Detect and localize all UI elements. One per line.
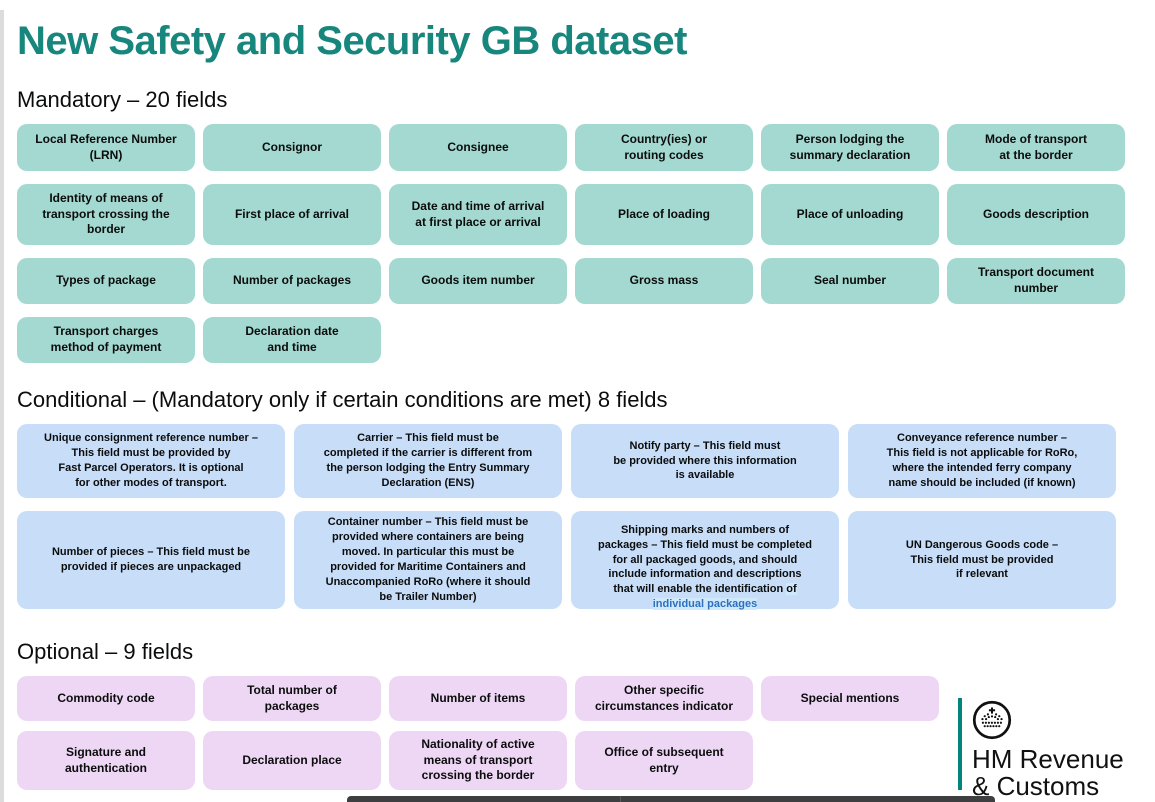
hmrc-crown-icon (972, 700, 1012, 745)
optional-field-box: Nationality of active means of transport… (389, 731, 567, 790)
conditional-field-box: Unique consignment reference number – Th… (17, 424, 285, 498)
mandatory-field-box: Transport charges method of payment (17, 317, 195, 363)
mandatory-field-box: Local Reference Number (LRN) (17, 124, 195, 171)
conditional-field-box: UN Dangerous Goods code – This field mus… (848, 511, 1116, 609)
mandatory-field-box: Transport document number (947, 258, 1125, 304)
optional-field-box: Declaration place (203, 731, 381, 790)
mandatory-field-box: First place of arrival (203, 184, 381, 245)
mandatory-field-box: Mode of transport at the border (947, 124, 1125, 171)
viewer-toolbar-edge[interactable] (347, 796, 995, 802)
optional-section-heading: Optional – 9 fields (17, 639, 194, 664)
optional-field-box: Special mentions (761, 676, 939, 721)
mandatory-field-box: Consignee (389, 124, 567, 171)
conditional-field-box: Container number – This field must be pr… (294, 511, 562, 609)
mandatory-field-box: Date and time of arrival at first place … (389, 184, 567, 245)
mandatory-field-box: Goods description (947, 184, 1125, 245)
mandatory-field-box: Goods item number (389, 258, 567, 304)
toolbar-divider (620, 796, 621, 802)
optional-fields-row-2: Signature and authentication Declaration… (17, 731, 753, 790)
optional-fields-row-1: Commodity code Total number of packages … (17, 676, 939, 721)
mandatory-field-box: Declaration date and time (203, 317, 381, 363)
conditional-fields-grid: Unique consignment reference number – Th… (17, 424, 1116, 611)
shipping-marks-text: Shipping marks and numbers of packages –… (598, 523, 812, 596)
page-title: New Safety and Security GB dataset (17, 19, 687, 63)
optional-field-box: Other specific circumstances indicator (575, 676, 753, 721)
hmrc-logo-text: HM Revenue & Customs (972, 744, 1124, 801)
conditional-field-box: Carrier – This field must be completed i… (294, 424, 562, 498)
mandatory-field-box: Seal number (761, 258, 939, 304)
optional-field-box: Signature and authentication (17, 731, 195, 790)
optional-field-box: Total number of packages (203, 676, 381, 721)
mandatory-field-box: Gross mass (575, 258, 753, 304)
conditional-section-heading: Conditional – (Mandatory only if certain… (17, 387, 668, 412)
mandatory-field-box: Place of unloading (761, 184, 939, 245)
conditional-field-box: Notify party – This field must be provid… (571, 424, 839, 498)
conditional-field-box-shipping-marks: Shipping marks and numbers of packages –… (571, 511, 839, 611)
mandatory-field-box: Types of package (17, 258, 195, 304)
selected-text: of (786, 583, 797, 596)
optional-field-box: Commodity code (17, 676, 195, 721)
mandatory-field-box: Number of packages (203, 258, 381, 304)
logo-accent-bar (958, 698, 962, 790)
mandatory-fields-grid: Local Reference Number (LRN) Consignor C… (17, 124, 1125, 363)
optional-field-box: Number of items (389, 676, 567, 721)
mandatory-field-box: Person lodging the summary declaration (761, 124, 939, 171)
conditional-field-box: Conveyance reference number – This field… (848, 424, 1116, 498)
optional-field-box: Office of subsequent entry (575, 731, 753, 790)
page-edge-strip (0, 10, 4, 802)
mandatory-field-box: Consignor (203, 124, 381, 171)
mandatory-field-box: Place of loading (575, 184, 753, 245)
mandatory-field-box: Identity of means of transport crossing … (17, 184, 195, 245)
mandatory-section-heading: Mandatory – 20 fields (17, 87, 228, 112)
conditional-field-box: Number of pieces – This field must be pr… (17, 511, 285, 609)
hmrc-logo: HM Revenue & Customs (958, 695, 1128, 800)
selected-link-text: individual packages (652, 598, 758, 611)
mandatory-field-box: Country(ies) or routing codes (575, 124, 753, 171)
